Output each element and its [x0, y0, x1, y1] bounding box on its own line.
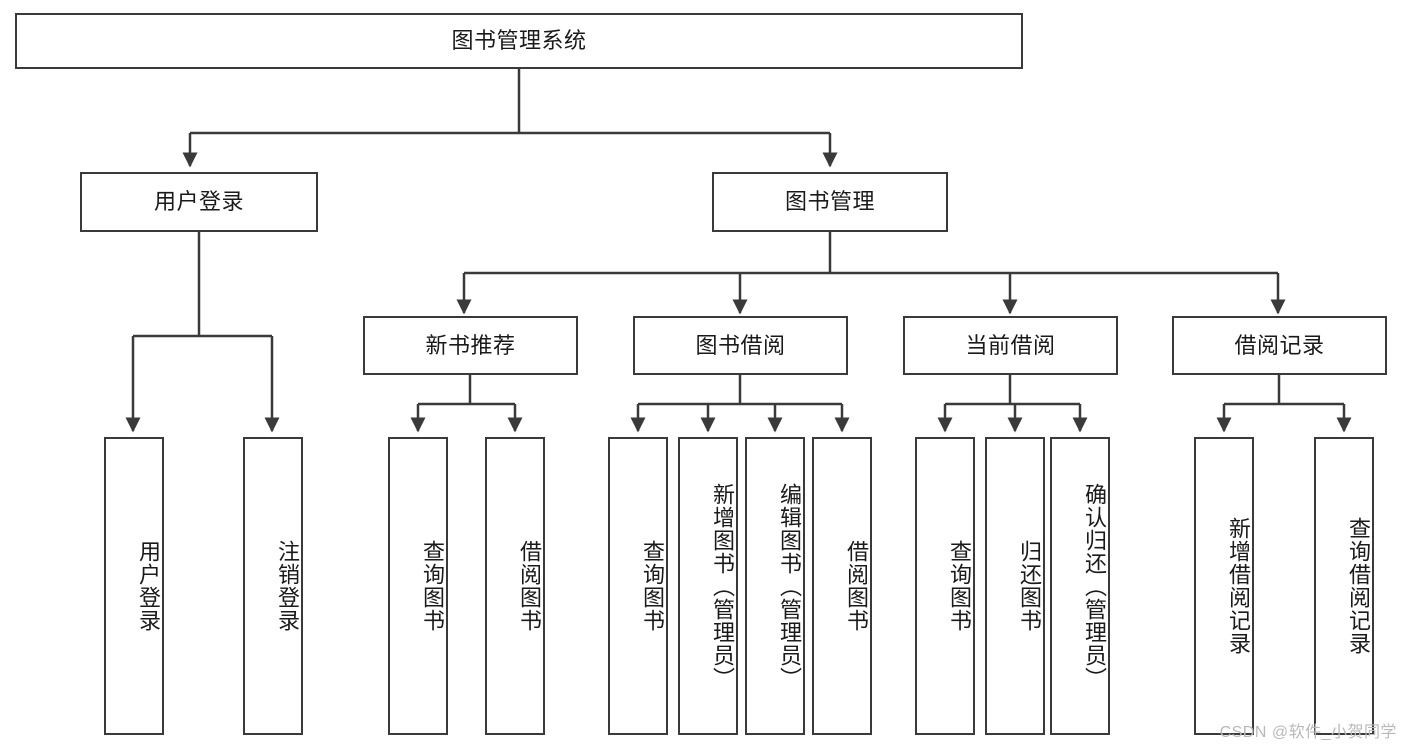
leaf-current-borrow-confirm-return[interactable]: 确认归还（管理员） [1050, 437, 1110, 735]
node-borrow-record[interactable]: 借阅记录 [1172, 316, 1387, 375]
leaf-book-borrow-add[interactable]: 新增图书（管理员） [678, 437, 738, 735]
node-borrow-record-label: 借阅记录 [1234, 332, 1325, 358]
node-book-borrow-label: 图书借阅 [695, 332, 786, 358]
leaf-label: 用户登录 [136, 540, 161, 632]
leaf-label: 查询借阅记录 [1346, 517, 1371, 655]
node-user-login[interactable]: 用户登录 [80, 172, 318, 232]
node-book-management[interactable]: 图书管理 [712, 172, 948, 232]
leaf-label: 编辑图书（管理员） [777, 482, 802, 690]
leaf-label: 借阅图书 [844, 540, 869, 632]
leaf-new-book-borrow[interactable]: 借阅图书 [485, 437, 545, 735]
leaf-book-borrow-query[interactable]: 查询图书 [608, 437, 668, 735]
leaf-label: 新增借阅记录 [1226, 517, 1251, 655]
leaf-current-borrow-return[interactable]: 归还图书 [985, 437, 1045, 735]
leaf-label: 借阅图书 [517, 540, 542, 632]
leaf-label: 注销登录 [275, 540, 300, 632]
node-new-book-recommend-label: 新书推荐 [425, 332, 516, 358]
node-user-login-label: 用户登录 [153, 189, 244, 215]
node-root-label: 图书管理系统 [451, 28, 587, 54]
leaf-user-login-signin[interactable]: 用户登录 [104, 437, 164, 735]
node-new-book-recommend[interactable]: 新书推荐 [363, 316, 578, 375]
leaf-label: 确认归还（管理员） [1082, 482, 1107, 690]
leaf-label: 查询图书 [947, 540, 972, 632]
node-current-borrow-label: 当前借阅 [965, 332, 1056, 358]
leaf-book-borrow-edit[interactable]: 编辑图书（管理员） [745, 437, 805, 735]
node-book-management-label: 图书管理 [784, 189, 875, 215]
node-book-borrow[interactable]: 图书借阅 [633, 316, 848, 375]
leaf-current-borrow-query[interactable]: 查询图书 [915, 437, 975, 735]
leaf-borrow-record-query[interactable]: 查询借阅记录 [1314, 437, 1374, 735]
leaf-label: 查询图书 [640, 540, 665, 632]
leaf-label: 查询图书 [420, 540, 445, 632]
leaf-label: 新增图书（管理员） [710, 482, 735, 690]
node-current-borrow[interactable]: 当前借阅 [903, 316, 1118, 375]
leaf-new-book-query[interactable]: 查询图书 [388, 437, 448, 735]
node-root[interactable]: 图书管理系统 [15, 13, 1023, 69]
leaf-label: 归还图书 [1017, 540, 1042, 632]
leaf-book-borrow-borrow[interactable]: 借阅图书 [812, 437, 872, 735]
leaf-borrow-record-add[interactable]: 新增借阅记录 [1194, 437, 1254, 735]
leaf-user-login-signout[interactable]: 注销登录 [243, 437, 303, 735]
